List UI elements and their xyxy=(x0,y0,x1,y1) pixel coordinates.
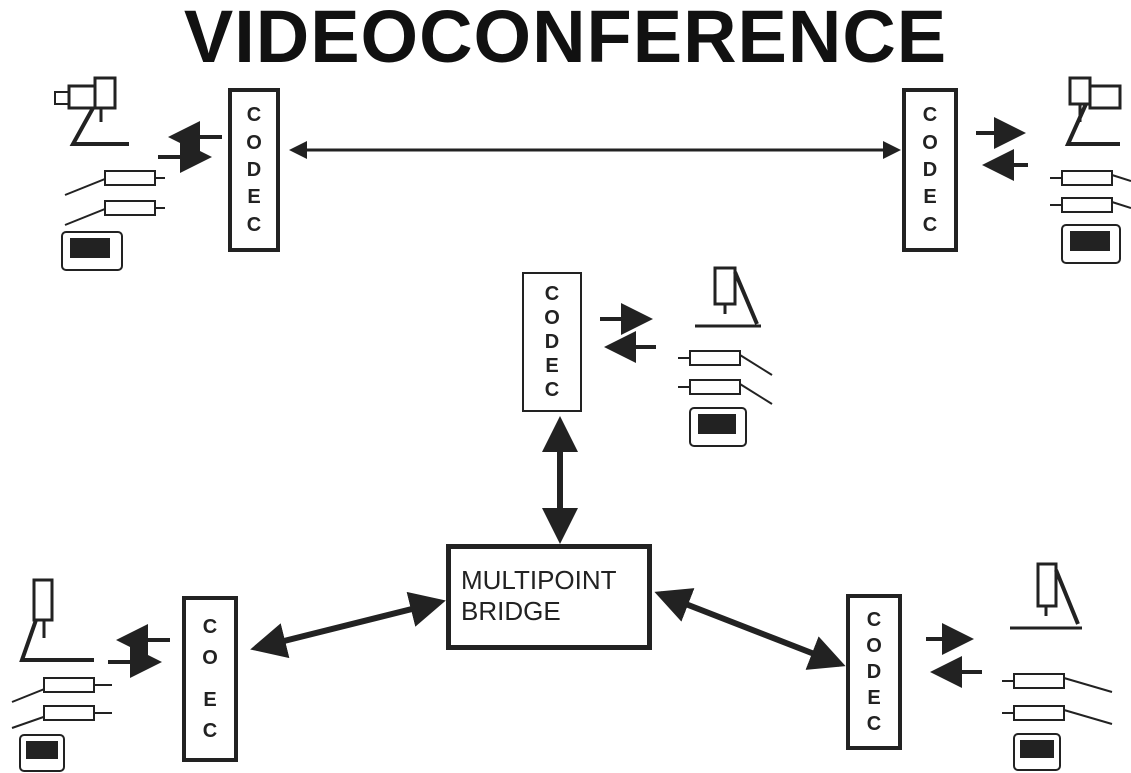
codec-bottom-right: C O D E C xyxy=(846,594,902,750)
codec-letter: C xyxy=(246,104,262,127)
bridge-label-line1: MULTIPOINT xyxy=(461,565,617,595)
microphone-icon xyxy=(11,705,112,729)
codec-letter: E xyxy=(867,687,881,709)
codec-top-left: C O D E C xyxy=(228,88,280,252)
multipoint-bridge: MULTIPOINT BRIDGE xyxy=(446,544,652,650)
codec-bottom-left: C O E C xyxy=(182,596,238,762)
microphone-icon xyxy=(1002,705,1113,725)
camera-icon xyxy=(19,578,94,662)
monitor-icon xyxy=(19,734,65,772)
codec-letter: C xyxy=(922,104,938,127)
microphone-icon xyxy=(1050,170,1131,186)
monitor-icon xyxy=(689,407,747,447)
link-arrow-bridge-right xyxy=(654,588,846,670)
codec-letter: O xyxy=(246,131,262,154)
codec-letter: C xyxy=(202,720,218,742)
codec-letter: E xyxy=(203,689,217,711)
codec-letter: D xyxy=(246,158,262,181)
codec-top-right: C O D E C xyxy=(902,88,958,252)
microphone-icon xyxy=(678,379,773,405)
camera-icon xyxy=(1064,76,1122,146)
codec-letter: D xyxy=(922,158,938,181)
bridge-label-line2: BRIDGE xyxy=(461,596,561,627)
camera-icon xyxy=(1010,562,1082,630)
link-arrow-bridge-left xyxy=(250,591,446,659)
codec-center: C O D E C xyxy=(522,272,582,412)
monitor-icon xyxy=(1013,733,1061,771)
monitor-icon xyxy=(1061,224,1121,264)
codec-letter: O xyxy=(544,307,560,329)
codec-letter: C xyxy=(866,713,882,735)
codec-letter: O xyxy=(202,647,218,669)
camera-icon xyxy=(695,266,761,328)
io-arrows-bottom-right xyxy=(926,623,982,688)
codec-letter: E xyxy=(923,186,937,209)
codec-letter: C xyxy=(866,609,882,631)
microphone-icon xyxy=(64,200,165,226)
page-title: VIDEOCONFERENCE xyxy=(183,0,948,78)
codec-letter: C xyxy=(544,283,560,305)
microphone-icon xyxy=(1050,197,1131,213)
microphone-icon xyxy=(64,170,165,196)
codec-letter: E xyxy=(247,186,261,209)
codec-letter: D xyxy=(544,331,560,353)
io-arrows-top-right xyxy=(976,117,1028,181)
microphone-icon xyxy=(1002,673,1113,693)
microphone-icon xyxy=(11,677,112,703)
codec-letter: E xyxy=(545,355,559,377)
codec-letter: C xyxy=(922,213,938,236)
monitor-icon xyxy=(61,231,123,271)
codec-letter: D xyxy=(866,661,882,683)
io-arrows-bottom-left xyxy=(108,624,170,678)
codec-letter: C xyxy=(544,379,560,401)
codec-letter: O xyxy=(922,131,938,154)
codec-letter: O xyxy=(866,635,882,657)
codec-letter: C xyxy=(202,616,218,638)
camera-icon xyxy=(54,76,129,146)
microphone-icon xyxy=(678,350,773,376)
io-arrows-top-left xyxy=(158,121,222,173)
codec-letter: C xyxy=(246,213,262,236)
io-arrows-center xyxy=(600,303,656,363)
